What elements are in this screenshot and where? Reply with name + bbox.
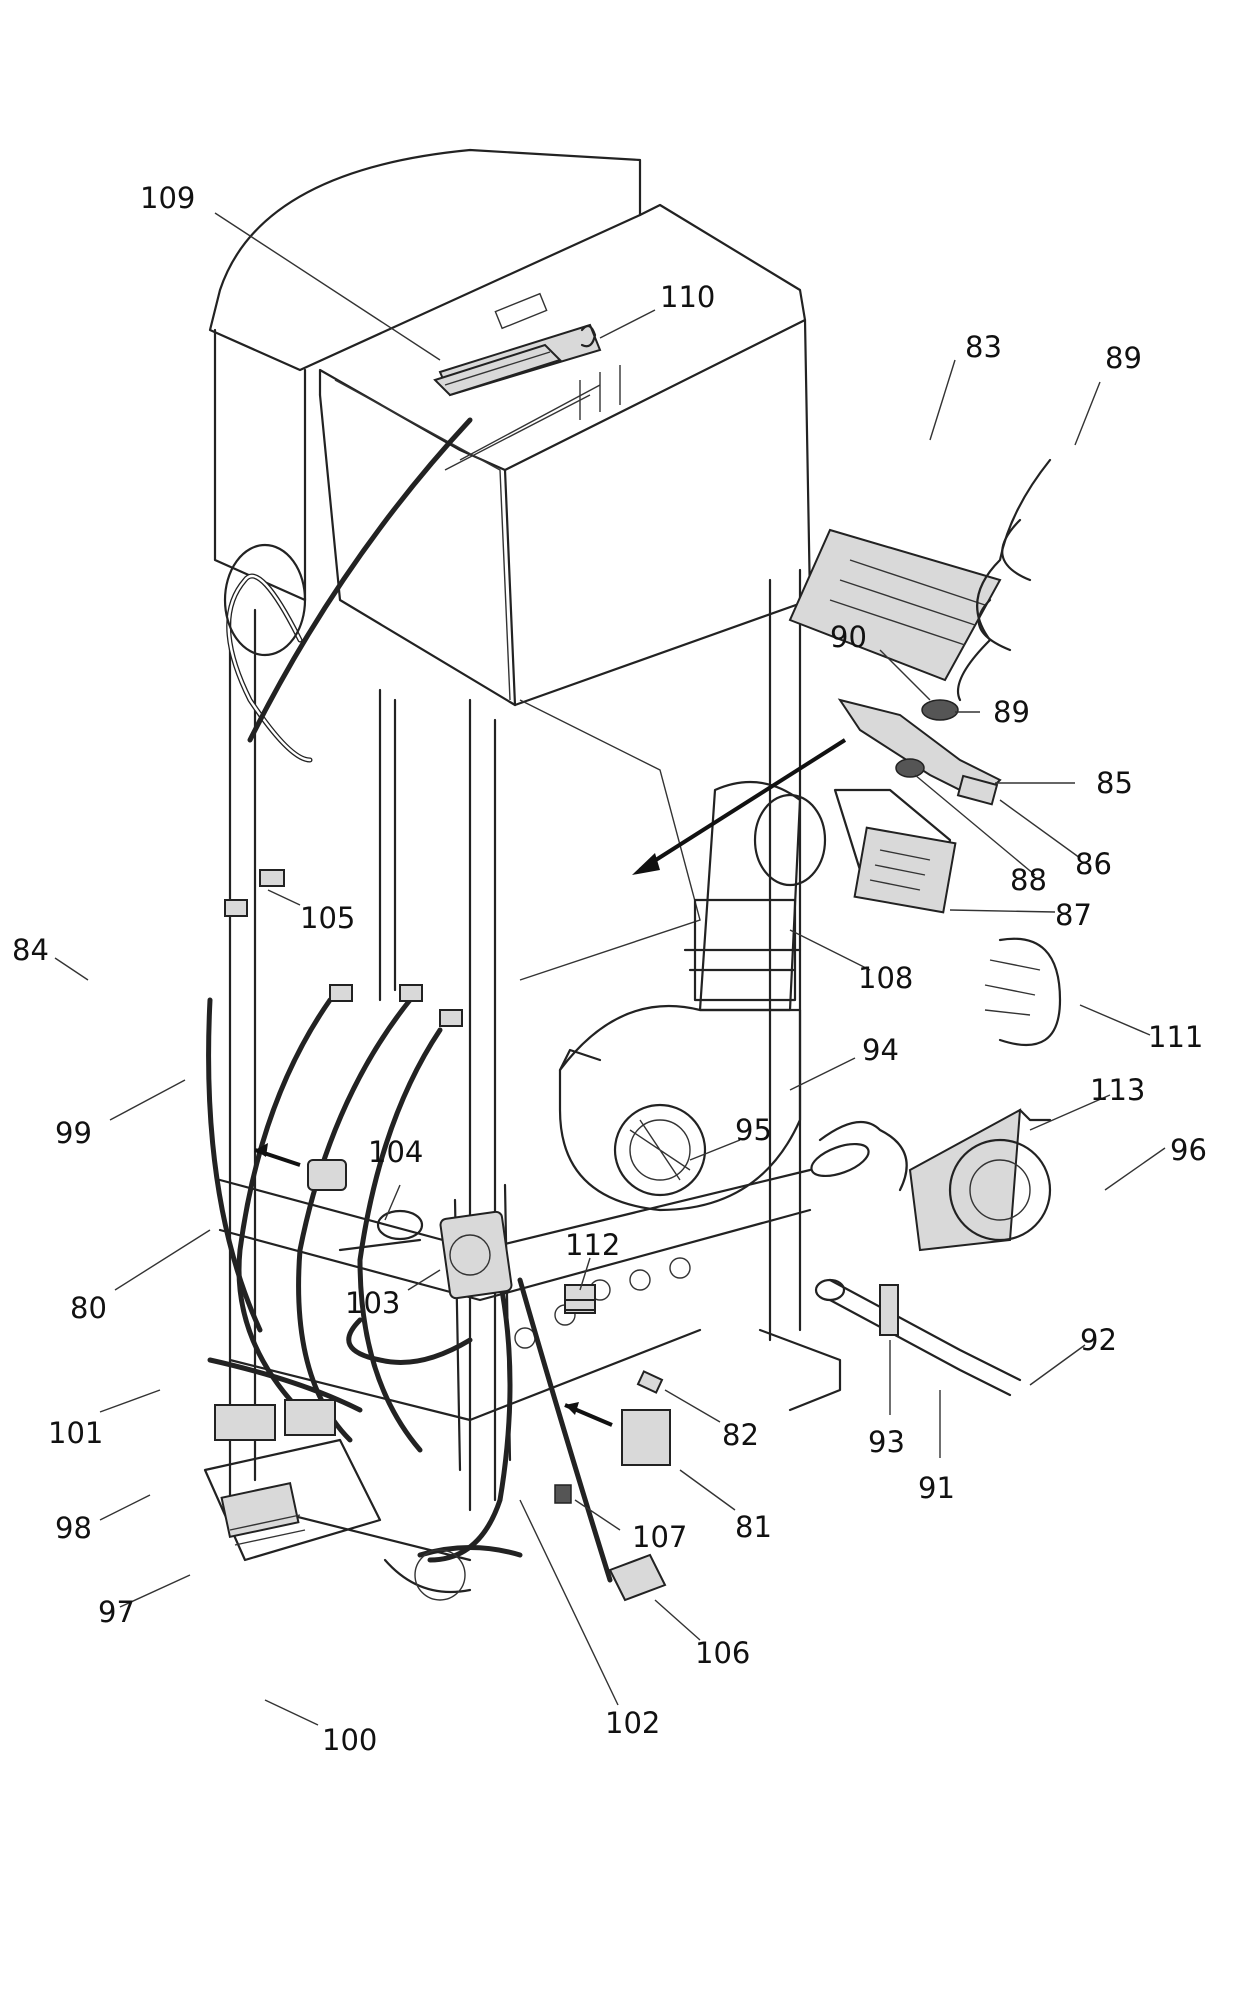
callout-100: 100	[322, 1723, 377, 1757]
wiring-loom	[206, 417, 613, 1583]
callout-89-lower: 89	[993, 695, 1030, 729]
callout-97: 97	[98, 1595, 135, 1629]
callout-101: 101	[48, 1416, 103, 1450]
callout-99: 99	[55, 1116, 92, 1150]
air-intake	[810, 937, 1062, 1397]
callout-92: 92	[1080, 1323, 1117, 1357]
callout-82: 82	[722, 1418, 759, 1452]
top-panel-parts	[433, 324, 597, 397]
callout-108: 108	[858, 961, 913, 995]
callout-85: 85	[1096, 766, 1133, 800]
callout-91: 91	[918, 1471, 955, 1505]
callout-89-top: 89	[1105, 341, 1142, 375]
callout-98: 98	[55, 1511, 92, 1545]
callout-105: 105	[300, 901, 355, 935]
callout-88: 88	[1010, 863, 1047, 897]
callout-83: 83	[965, 330, 1002, 364]
auger-assembly	[788, 458, 1052, 914]
callout-110: 110	[660, 280, 715, 314]
assembly-arrows	[632, 738, 847, 875]
callout-81: 81	[735, 1510, 772, 1544]
callout-90: 90	[830, 620, 867, 654]
callout-103: 103	[345, 1286, 400, 1320]
callout-labels: 109 110 83 89 90 89 85 86 88 87 105 84 1…	[12, 181, 1207, 1757]
leader-lines	[54, 212, 1166, 1726]
callout-94: 94	[862, 1033, 899, 1067]
callout-113: 113	[1090, 1073, 1145, 1107]
callout-102: 102	[605, 1706, 660, 1740]
callout-95: 95	[735, 1113, 772, 1147]
callout-84: 84	[12, 933, 49, 967]
electrical-components	[203, 869, 671, 1602]
callout-109: 109	[140, 181, 195, 215]
callout-96: 96	[1170, 1133, 1207, 1167]
callout-86: 86	[1075, 847, 1112, 881]
callout-104: 104	[368, 1135, 423, 1169]
callout-111: 111	[1148, 1020, 1203, 1054]
callout-87: 87	[1055, 898, 1092, 932]
callout-106: 106	[695, 1636, 750, 1670]
callout-107: 107	[632, 1520, 687, 1554]
callout-80: 80	[70, 1291, 107, 1325]
callout-112: 112	[565, 1228, 620, 1262]
callout-93: 93	[868, 1425, 905, 1459]
flue-and-fan	[558, 780, 827, 1212]
